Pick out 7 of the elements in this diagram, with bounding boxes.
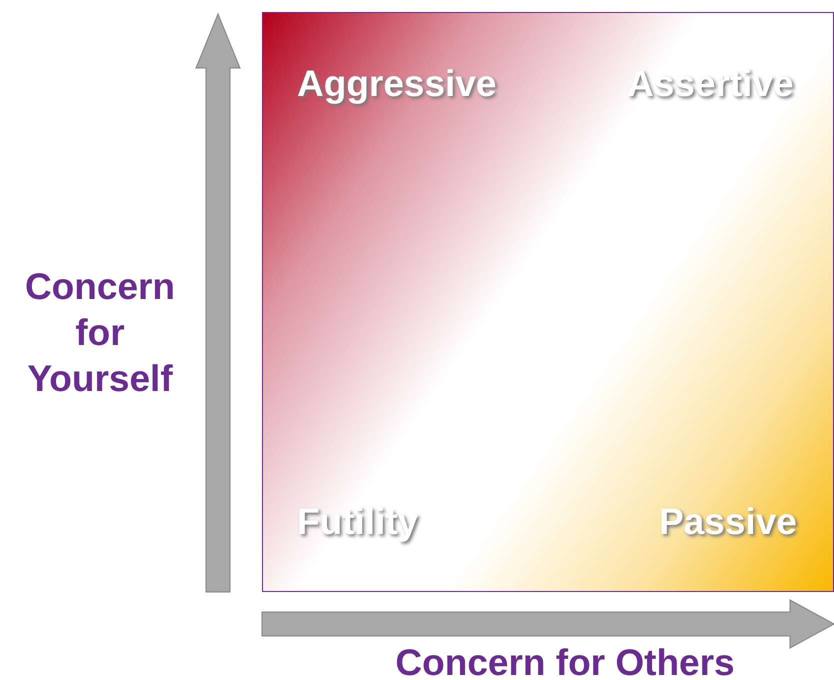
- quadrant-label: Aggressive: [297, 63, 496, 105]
- quadrant-label: Passive: [659, 501, 797, 543]
- quadrant-matrix: [262, 12, 834, 592]
- axis-title: Concern for Yourself: [24, 265, 176, 401]
- axis-title: Concern for Others: [394, 641, 736, 680]
- quadrant-label: Assertive: [627, 63, 794, 105]
- quadrant-label: Futility: [297, 501, 418, 543]
